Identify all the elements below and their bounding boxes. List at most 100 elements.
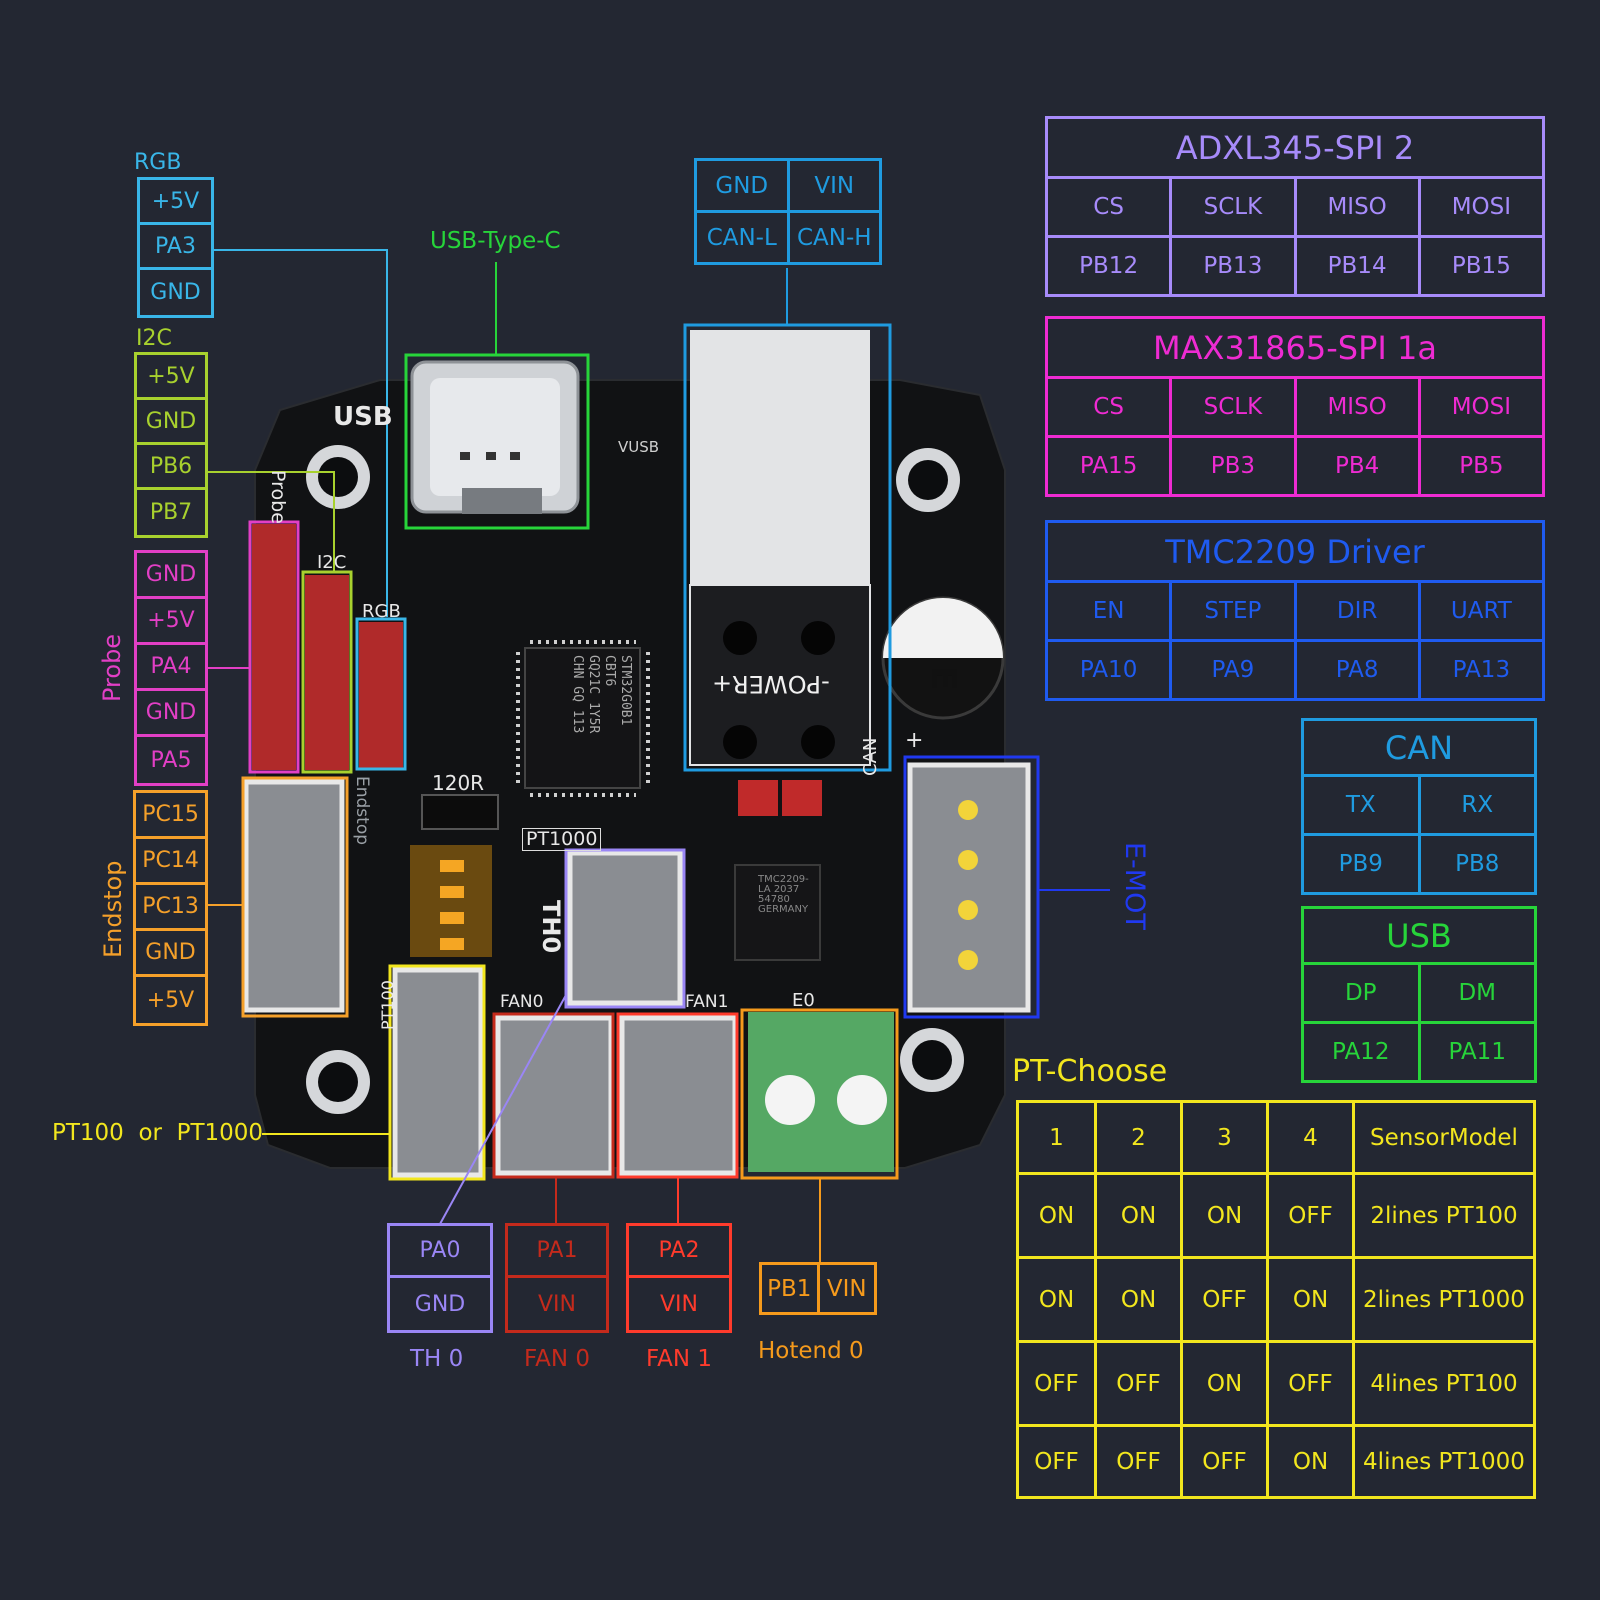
pt-choose-cell: ON [1016, 1172, 1097, 1259]
endstop-pin: +5V [146, 987, 195, 1013]
pt-choose-cell: OFF [1180, 1256, 1269, 1343]
max-header: CS [1044, 376, 1173, 438]
pt-choose-title: PT-Choose [1012, 1054, 1168, 1089]
i2c-pin: +5V [137, 355, 205, 400]
i2c-pin: GND [137, 400, 205, 445]
power-can-pin: VIN [786, 158, 882, 213]
pt-choose-row: ON ON OFF ON 2lines PT1000 [1016, 1256, 1536, 1343]
tmc-header: STEP [1169, 580, 1297, 642]
pt-choose-cell: ON [1094, 1172, 1183, 1259]
mcu-chip [516, 640, 650, 797]
silk-pt100: PT100 [378, 980, 397, 1030]
power-can-pin: CAN-H [786, 210, 882, 265]
adxl-header: MOSI [1417, 176, 1546, 238]
silk-driver: TMC2209-LA 2037 54780 GERMANY [758, 874, 809, 915]
pin-headers [252, 524, 403, 770]
th0-pin: PA0 [390, 1226, 490, 1278]
max-pin: PB3 [1169, 435, 1297, 497]
tmc-pin: PA9 [1169, 639, 1297, 701]
usb-typec-connector [410, 360, 580, 514]
probe-pin: +5V [137, 599, 205, 645]
pt-choose-cell: OFF [1016, 1340, 1097, 1427]
leader-lines [208, 249, 1110, 1262]
endstop-pin: PC13 [136, 885, 205, 931]
silk-rgb: RGB [362, 601, 401, 622]
endstop-title: Endstop [99, 860, 127, 958]
pt-choose-header: 2 [1094, 1100, 1183, 1175]
i2c-title: I2C [136, 326, 172, 351]
tmc-title: TMC2209 Driver [1045, 520, 1545, 583]
pt-choose-row: OFF OFF ON OFF 4lines PT100 [1016, 1340, 1536, 1427]
power-can-pin: CAN-L [694, 210, 790, 265]
pt-choose-cell: ON [1180, 1172, 1269, 1259]
max-pin: PB4 [1293, 435, 1421, 497]
usb-header: DM [1417, 962, 1537, 1024]
pt-choose-header: SensorModel [1352, 1100, 1536, 1175]
pt-choose-cell: ON [1266, 1424, 1355, 1499]
i2c-pin-list: +5V GND PB6 PB7 [134, 352, 208, 538]
pt-choose-table: 1 2 3 4 SensorModel ON ON ON OFF 2lines … [1016, 1100, 1536, 1499]
silk-i2c: I2C [317, 552, 347, 573]
max-pin: PB5 [1417, 435, 1546, 497]
endstop-pin-list: PC15 PC14 PC13 GND +5V [133, 790, 208, 1026]
pt-choose-cell: 4lines PT1000 [1352, 1424, 1536, 1499]
silk-mcu4: CHN GQ 113 [570, 655, 585, 734]
i2c-pin: PB7 [149, 500, 193, 525]
probe-title: Probe [98, 633, 126, 702]
fan1-caption: FAN 1 [646, 1346, 713, 1372]
tmc-header: DIR [1293, 580, 1421, 642]
tmc-header: EN [1044, 580, 1173, 642]
silk-probe: Probe [267, 470, 289, 524]
silk-vusb: VUSB [618, 438, 660, 456]
fan1-pin-list: PA2 VIN [626, 1223, 732, 1333]
probe-pin-list: GND +5V PA4 GND PA5 [134, 550, 208, 786]
pt-choose-cell: OFF [1266, 1172, 1355, 1259]
hotend-pin-table: PB1 VIN [759, 1262, 877, 1315]
probe-pin: PA4 [137, 645, 205, 691]
silk-mcu1: STM32G0B1 [618, 655, 633, 726]
pt-choose-header: 1 [1016, 1100, 1097, 1175]
silk-pt1000: PT1000 [522, 828, 602, 851]
th0-pin: GND [414, 1291, 466, 1317]
pt-choose-cell: OFF [1266, 1340, 1355, 1427]
adxl-title: ADXL345-SPI 2 [1045, 116, 1545, 179]
silk-120r: 120R [432, 771, 485, 795]
hotend-pin: VIN [816, 1262, 877, 1315]
silk-fan0: FAN0 [500, 992, 544, 1012]
red-jumper [738, 780, 822, 816]
probe-pin: PA5 [150, 747, 192, 773]
can-title: CAN [1301, 718, 1537, 777]
pt-choose-cell: 4lines PT100 [1352, 1340, 1536, 1427]
adxl-pin: PB13 [1169, 235, 1297, 297]
usb-table: USB DP DM PA12 PA11 [1301, 906, 1537, 1083]
max-pin: PA15 [1044, 435, 1173, 497]
power-can-terminal [689, 330, 871, 766]
can-header: TX [1301, 774, 1421, 836]
silk-mcu3: GQ21C 1Y5R [586, 655, 601, 734]
max-header: SCLK [1169, 376, 1297, 438]
probe-pin: GND [137, 553, 205, 599]
can-pin: PB8 [1417, 833, 1537, 895]
dip-switch [410, 845, 492, 957]
fan0-pin: PA1 [508, 1226, 606, 1278]
max-table: MAX31865-SPI 1a CS SCLK MISO MOSI PA15 P… [1044, 316, 1546, 497]
adxl-header: CS [1044, 176, 1173, 238]
rgb-pin: PA3 [140, 225, 211, 270]
max-title: MAX31865-SPI 1a [1045, 316, 1545, 379]
i2c-pin: PB6 [137, 445, 205, 490]
pt-choose-cell: OFF [1094, 1340, 1183, 1427]
rgb-pin: +5V [140, 180, 211, 225]
can-table: CAN TX RX PB9 PB8 [1301, 718, 1537, 895]
adxl-header: MISO [1293, 176, 1421, 238]
silk-power: -POWER+ [712, 670, 830, 698]
hotend-screw-terminal [748, 1012, 894, 1172]
pt-choose-cell: 2lines PT100 [1352, 1172, 1536, 1259]
pt-choose-cell: 2lines PT1000 [1352, 1256, 1536, 1343]
fan1-pin: PA2 [629, 1226, 729, 1278]
endstop-pin: PC15 [136, 793, 205, 839]
motor-pins [958, 800, 978, 970]
pt-choose-row: ON ON ON OFF 2lines PT100 [1016, 1172, 1536, 1259]
pt-choose-header: 4 [1266, 1100, 1355, 1175]
rgb-pin: GND [150, 280, 201, 305]
